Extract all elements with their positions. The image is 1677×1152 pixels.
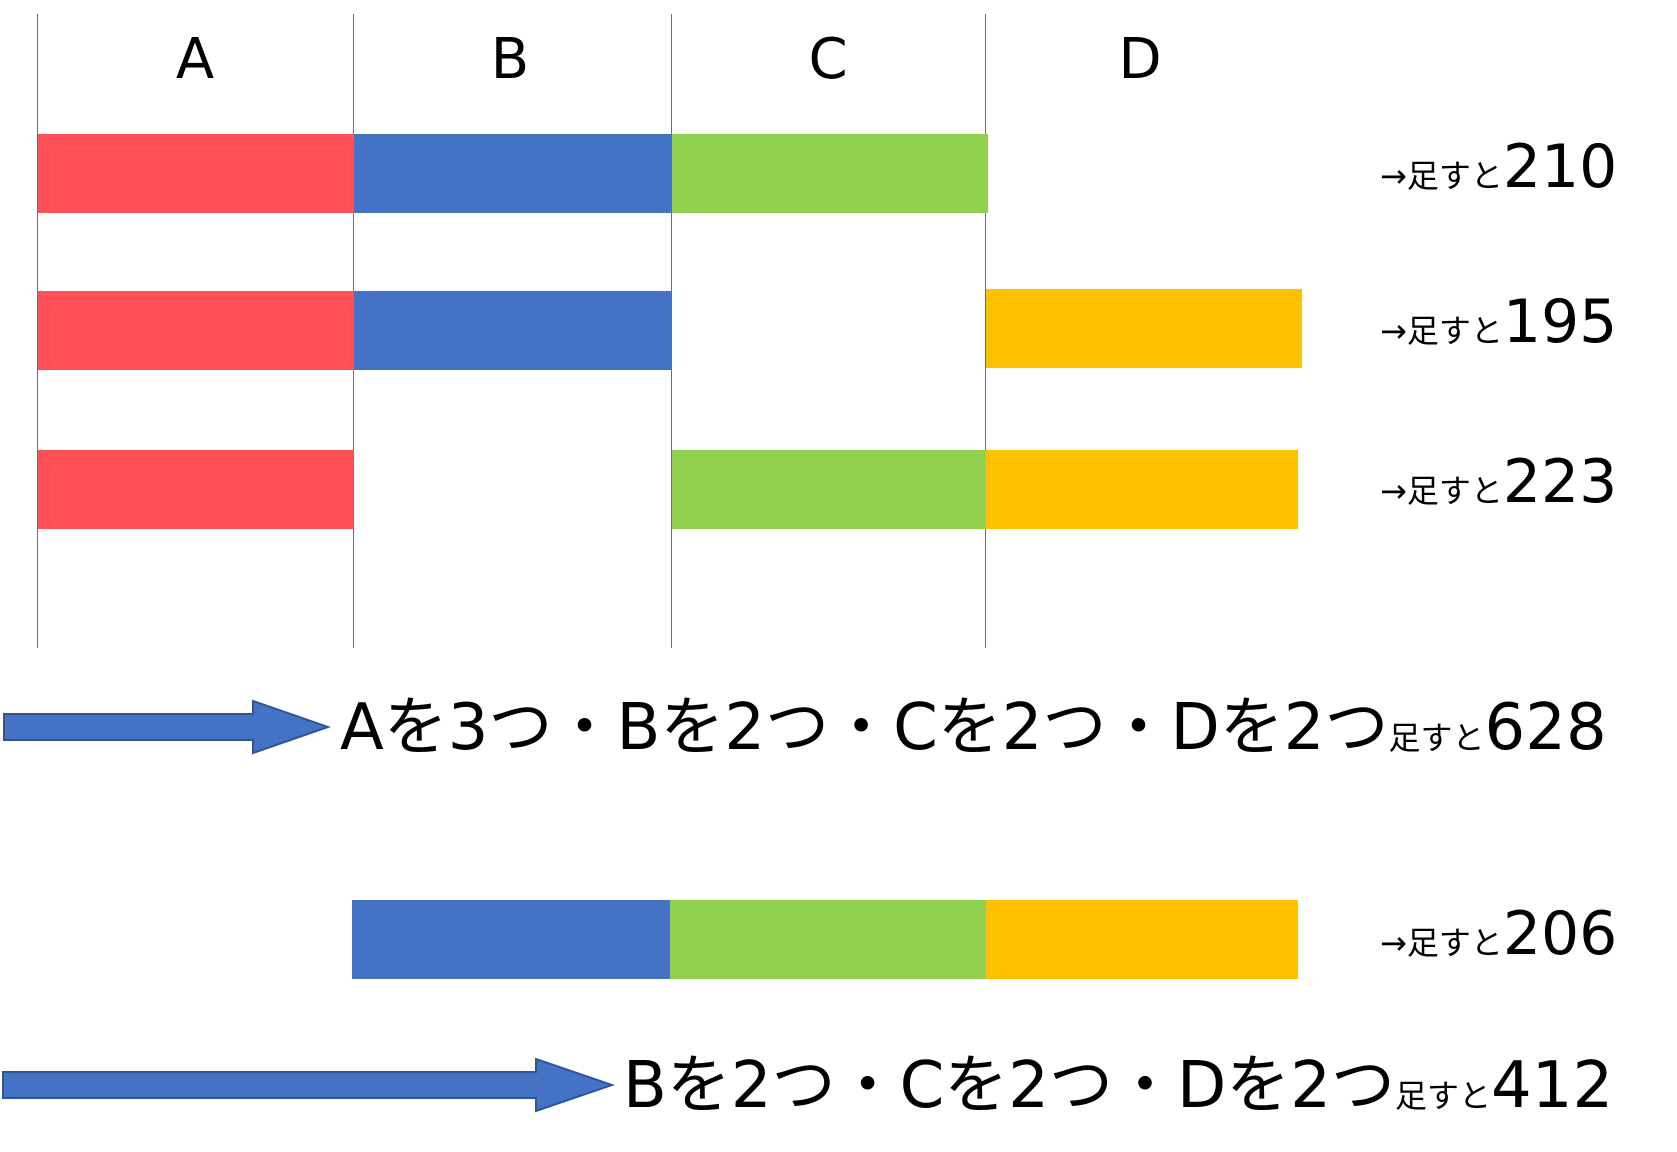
row3-sum-total: 223 (1502, 447, 1618, 517)
row3-segment-d (986, 450, 1298, 529)
result1-text: Aを3つ・Bを2つ・Cを2つ・Dを2つ足すと628 (340, 692, 1607, 774)
result2-suffix: 足すと (1395, 1077, 1492, 1115)
column-label-c: C (808, 27, 848, 92)
row4-segment-c (670, 900, 986, 979)
row1-sum-total: 210 (1502, 132, 1618, 202)
row3-segment-a (38, 450, 354, 529)
result2-total: 412 (1491, 1049, 1614, 1123)
result2-arrow-icon (2, 1057, 616, 1113)
result2-main: Bを2つ・Cを2つ・Dを2つ (623, 1049, 1396, 1123)
result1-main: Aを3つ・Bを2つ・Cを2つ・Dを2つ (340, 691, 1389, 765)
row2-segment-a (38, 291, 354, 370)
row4-sum-total: 206 (1502, 899, 1618, 969)
row3-segment-c (672, 450, 988, 529)
row1-segment-a (38, 134, 354, 213)
row1-sum-prefix: →足すと (1380, 157, 1503, 195)
result2-text: Bを2つ・Cを2つ・Dを2つ足すと412 (623, 1050, 1613, 1132)
row2-segment-d (986, 289, 1302, 368)
row2-sum: →足すと195 (1380, 290, 1617, 363)
result2-arrow-shape (2, 1057, 616, 1113)
result1-arrow-shape (3, 699, 332, 755)
row1-segment-b (354, 134, 672, 213)
column-label-b: B (490, 27, 530, 92)
row3-sum: →足すと223 (1380, 450, 1617, 523)
grid-line-1 (37, 14, 38, 648)
grid-line-4 (985, 14, 986, 648)
column-label-a: A (175, 27, 215, 92)
row1-segment-c (672, 134, 988, 213)
column-label-d: D (1118, 27, 1162, 92)
result1-total: 628 (1484, 691, 1607, 765)
row4-segment-b (352, 900, 670, 979)
row4-segment-d (986, 900, 1298, 979)
row4-sum-prefix: →足すと (1380, 924, 1503, 962)
result1-suffix: 足すと (1388, 719, 1485, 757)
row2-sum-total: 195 (1502, 287, 1618, 357)
result1-arrow-icon (3, 699, 332, 755)
row3-sum-prefix: →足すと (1380, 472, 1503, 510)
row4-sum: →足すと206 (1380, 902, 1617, 975)
row1-sum: →足すと210 (1380, 135, 1617, 208)
row2-sum-prefix: →足すと (1380, 312, 1503, 350)
row2-segment-b (354, 291, 672, 370)
